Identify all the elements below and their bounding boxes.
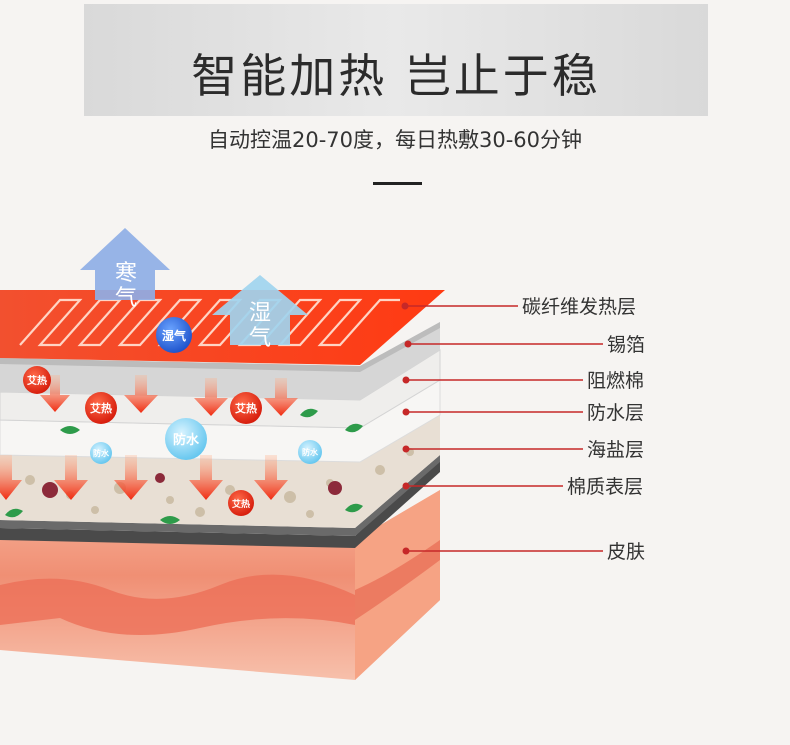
- layer-label-cotton-surface: 棉质表层: [567, 476, 643, 498]
- waterproof-small-badge-1: 防水: [90, 442, 112, 464]
- damp-vapor-arrow: 湿 气: [212, 275, 308, 351]
- waterproof-badge-label: 防水: [173, 432, 200, 448]
- cold-vapor-arrow: 寒 气: [80, 228, 170, 311]
- page-title: 智能加热 岂止于稳: [191, 49, 601, 103]
- damp-vapor-label-1: 湿: [249, 301, 271, 326]
- mugwort-badge-2-label: 艾热: [90, 401, 112, 415]
- skin-layer: [0, 490, 440, 680]
- mugwort-badge-3-label: 艾热: [235, 401, 257, 415]
- layer-label-flame-retardant: 阻燃棉: [587, 370, 644, 392]
- layer-label-skin: 皮肤: [607, 541, 645, 563]
- title-band: [84, 4, 708, 116]
- label-leaders: [405, 305, 603, 552]
- mugwort-badge-3: 艾热: [230, 392, 262, 424]
- waterproof-small-badge-2: 防水: [298, 440, 322, 464]
- moisture-badge-label: 湿气: [162, 328, 186, 343]
- mugwort-small-badge: 艾热: [228, 490, 254, 516]
- label-dots: [401, 302, 412, 555]
- cotton-surface-layer: [0, 455, 440, 548]
- mugwort-badge-2: 艾热: [85, 392, 117, 424]
- layer-label-waterproof: 防水层: [587, 402, 644, 424]
- mugwort-badge-1: 艾热: [23, 366, 51, 394]
- heat-arrows: [0, 375, 298, 500]
- page-subtitle: 自动控温20-70度，每日热敷30-60分钟: [207, 128, 583, 152]
- waterproof-small-badge-2-label: 防水: [302, 447, 319, 457]
- tin-foil-layer: [0, 322, 440, 400]
- carbon-fiber-heating-layer: [0, 290, 445, 365]
- waterproof-small-badge-1-label: 防水: [93, 448, 110, 458]
- herb-leaves: [5, 408, 363, 524]
- damp-vapor-label-2: 气: [249, 326, 271, 351]
- mugwort-small-badge-label: 艾热: [232, 498, 250, 510]
- layer-label-carbon-fiber: 碳纤维发热层: [522, 296, 636, 318]
- title-divider: [373, 182, 422, 185]
- moisture-badge: 湿气: [156, 317, 192, 353]
- mugwort-badge-1-label: 艾热: [27, 374, 47, 387]
- waterproof-badge: 防水: [165, 418, 207, 460]
- cold-vapor-label-1: 寒: [115, 261, 137, 286]
- cold-vapor-label-2: 气: [115, 286, 137, 311]
- layer-label-tin-foil: 锡箔: [607, 334, 645, 356]
- layer-label-sea-salt: 海盐层: [587, 439, 644, 461]
